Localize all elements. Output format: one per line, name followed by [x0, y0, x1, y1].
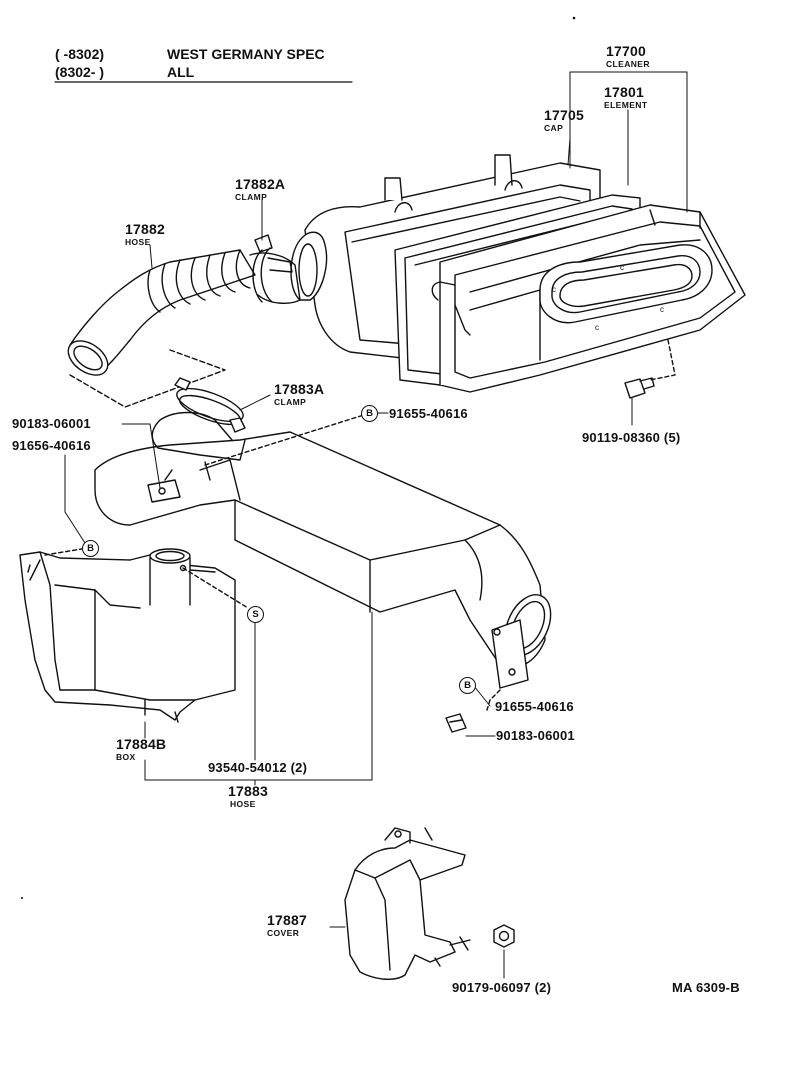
hose-17883	[94, 411, 552, 711]
leader-lines	[64, 71, 688, 979]
clamp-17883a	[174, 377, 246, 433]
header-spec-2: ALL	[167, 64, 195, 80]
marker-b-left: B	[82, 540, 99, 557]
part-name-clamp-a: CLAMP	[235, 192, 268, 202]
fastener-bolt-label: 90119-08360 (5)	[582, 430, 681, 445]
marker-b-lower: B	[459, 677, 476, 694]
fastener-left-b-label: 91656-40616	[12, 438, 91, 453]
figure-code: MA 6309-B	[672, 980, 740, 995]
header-range-1: ( -8302)	[55, 46, 105, 62]
part-number-box: 17884B	[116, 736, 167, 752]
part-name-hose-main: HOSE	[230, 799, 256, 809]
fastener-s-label: 93540-54012 (2)	[208, 760, 308, 775]
box-17884b	[19, 547, 249, 723]
part-number-clamp-b: 17883A	[274, 381, 325, 397]
marker-b-upper: B	[361, 405, 378, 422]
air-cleaner-assembly: c c c c	[290, 154, 746, 399]
part-name-clamp-b: CLAMP	[274, 397, 307, 407]
fastener-upper-nut-label: 90183-06001	[12, 416, 91, 431]
part-name-box: BOX	[116, 752, 136, 762]
svg-text:c: c	[620, 263, 624, 272]
hose-17882	[67, 234, 301, 408]
part-name-cover: COVER	[267, 928, 300, 938]
fastener-upper-b-label: 91655-40616	[389, 406, 468, 421]
marker-s: S	[247, 606, 264, 623]
fasteners-right	[445, 713, 467, 733]
fastener-lower-b-label: 91655-40616	[495, 699, 574, 714]
part-name-hose: HOSE	[125, 237, 151, 247]
part-name-cleaner: CLEANER	[606, 59, 650, 69]
svg-text:c: c	[552, 285, 556, 294]
part-number-hose: 17882	[125, 221, 165, 237]
part-number-element: 17801	[604, 84, 644, 100]
header-spec-1: WEST GERMANY SPEC	[167, 46, 325, 62]
svg-text:c: c	[660, 305, 664, 314]
cover-17887	[344, 827, 515, 980]
part-number-cap: 17705	[544, 107, 584, 123]
fastener-cover-nut-label: 90179-06097 (2)	[452, 980, 552, 995]
part-number-hose-main: 17883	[228, 783, 268, 799]
part-name-cap: CAP	[544, 123, 564, 133]
part-number-cleaner: 17700	[606, 43, 646, 59]
part-number-cover: 17887	[267, 912, 307, 928]
fastener-lower-nut-label: 90183-06001	[496, 728, 575, 743]
svg-text:c: c	[595, 323, 599, 332]
part-name-element: ELEMENT	[604, 100, 648, 110]
header-range-2: (8302- )	[55, 64, 105, 80]
part-number-clamp-a: 17882A	[235, 176, 286, 192]
